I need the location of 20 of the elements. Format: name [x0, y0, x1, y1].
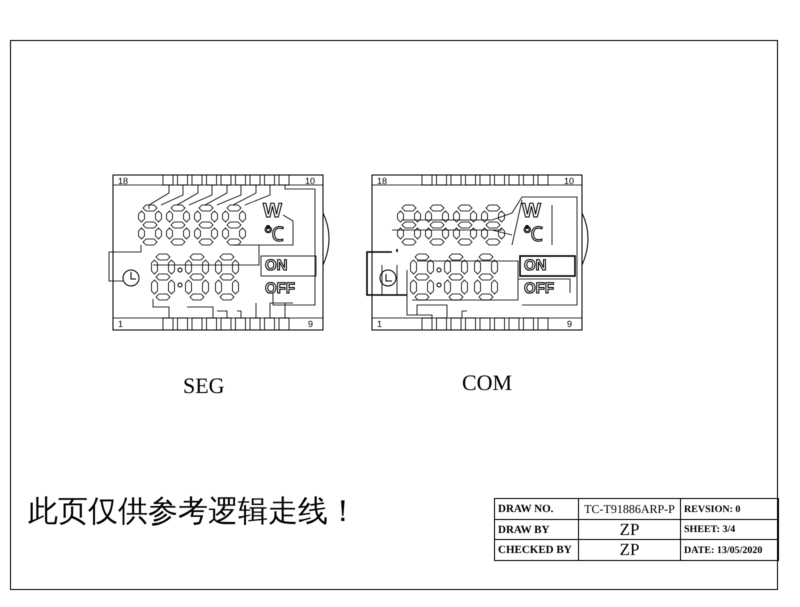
unit-symbol: W — [263, 201, 282, 221]
pin-number: 18 — [118, 177, 128, 186]
pin-number: 9 — [308, 320, 314, 329]
note-text: 此页仅供参考逻辑走线！ — [28, 497, 358, 527]
table-cell: TC-T91886ARP-P — [579, 499, 681, 520]
caption: COM — [462, 372, 512, 394]
table-cell: CHECKED BY — [495, 540, 579, 561]
table-cell: ZP — [579, 540, 681, 561]
unit-symbol: ℃ — [264, 225, 284, 245]
status-text: OFF — [265, 281, 295, 296]
table-cell: ZP — [579, 520, 681, 540]
table-cell: DRAW NO. — [495, 499, 579, 520]
pin-number: 10 — [305, 177, 316, 186]
status-text: ON — [265, 258, 288, 273]
table-cell: REVSION: 0 — [681, 499, 779, 520]
table-cell: SHEET: 3/4 — [681, 520, 779, 540]
table-cell: DRAW BY — [495, 520, 579, 540]
pin-number: 1 — [118, 320, 124, 329]
table-cell: DATE: 13/05/2020 — [681, 540, 779, 561]
caption: SEG — [183, 375, 225, 397]
